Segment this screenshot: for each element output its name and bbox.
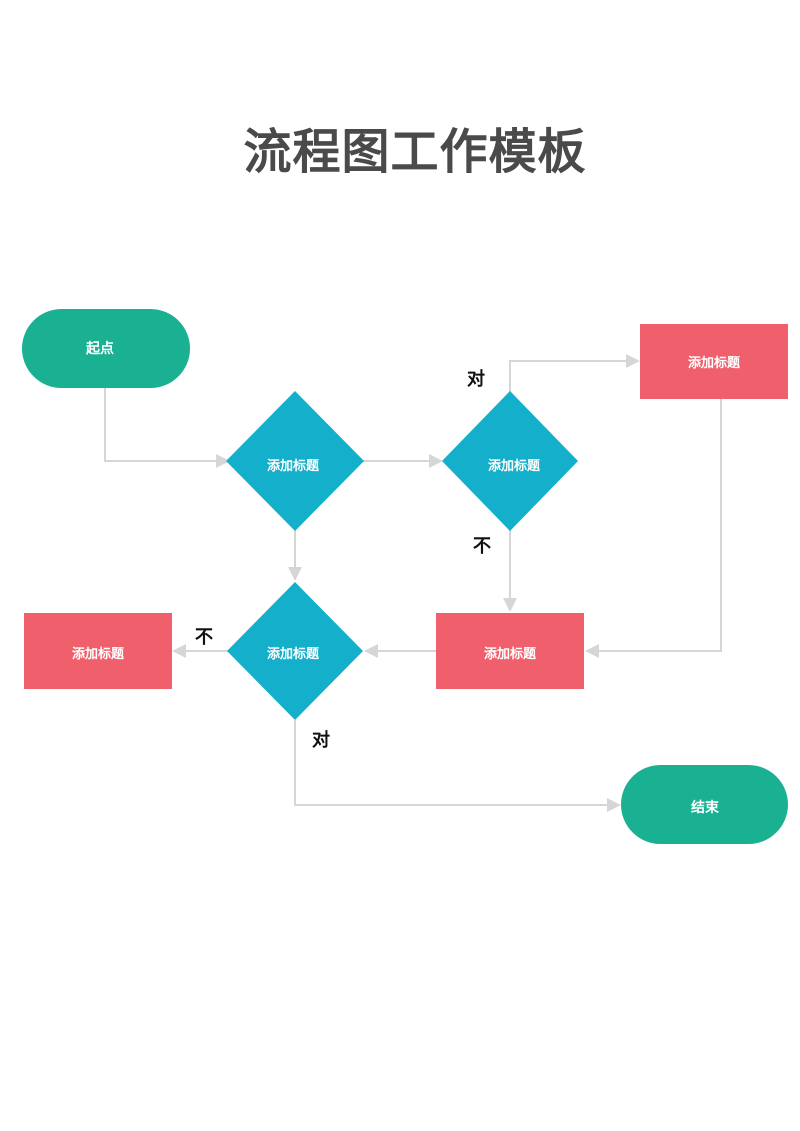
connector-start-to-decision-1 bbox=[104, 388, 218, 462]
process-shape bbox=[436, 613, 584, 689]
decision-shape bbox=[226, 391, 364, 531]
node-process-top-right-label: 添加标题 bbox=[688, 355, 741, 371]
connector-process-top-right-to-process-middle bbox=[597, 399, 722, 652]
decision-shape bbox=[442, 391, 578, 531]
node-decision-2-label: 添加标题 bbox=[488, 458, 541, 474]
node-end-label: 结束 bbox=[691, 799, 720, 816]
arrow-head bbox=[429, 454, 443, 468]
node-decision-2[interactable]: 添加标题 bbox=[442, 391, 578, 531]
node-decision-1[interactable]: 添加标题 bbox=[226, 391, 364, 531]
connector-decision-2-to-process-top-right bbox=[509, 360, 628, 392]
terminal-shape bbox=[621, 765, 788, 844]
node-decision-1-label: 添加标题 bbox=[267, 458, 320, 474]
node-process-middle-label: 添加标题 bbox=[484, 646, 537, 662]
node-process-left-label: 添加标题 bbox=[72, 646, 125, 662]
arrow-head bbox=[626, 354, 640, 368]
node-process-top-right[interactable]: 添加标题 bbox=[640, 324, 788, 399]
node-process-left[interactable]: 添加标题 bbox=[24, 613, 172, 689]
node-end[interactable]: 结束 bbox=[621, 765, 788, 844]
branch-label-decision-3-no: 不 bbox=[195, 627, 213, 648]
arrow-head bbox=[172, 644, 186, 658]
arrow-head bbox=[216, 454, 230, 468]
process-shape bbox=[24, 613, 172, 689]
branch-label-decision-2-yes: 对 bbox=[467, 368, 485, 390]
arrow-head bbox=[364, 644, 378, 658]
node-decision-3-label: 添加标题 bbox=[267, 646, 320, 662]
decision-shape bbox=[227, 582, 363, 720]
terminal-shape bbox=[22, 309, 190, 388]
arrow-head bbox=[607, 798, 621, 812]
node-start-label: 起点 bbox=[85, 340, 114, 357]
node-start[interactable]: 起点 bbox=[22, 309, 190, 388]
arrow-head bbox=[585, 644, 599, 658]
node-decision-3[interactable]: 添加标题 bbox=[227, 582, 363, 720]
node-process-middle[interactable]: 添加标题 bbox=[436, 613, 584, 689]
connectors bbox=[104, 354, 722, 812]
branch-label-decision-2-no: 不 bbox=[473, 536, 491, 557]
connector-decision-3-to-end bbox=[294, 720, 608, 806]
page-title: 流程图工作模板 bbox=[243, 124, 587, 180]
branch-label-decision-3-yes: 对 bbox=[312, 729, 330, 751]
arrow-head bbox=[503, 598, 517, 612]
process-shape bbox=[640, 324, 788, 399]
arrow-head bbox=[288, 567, 302, 581]
